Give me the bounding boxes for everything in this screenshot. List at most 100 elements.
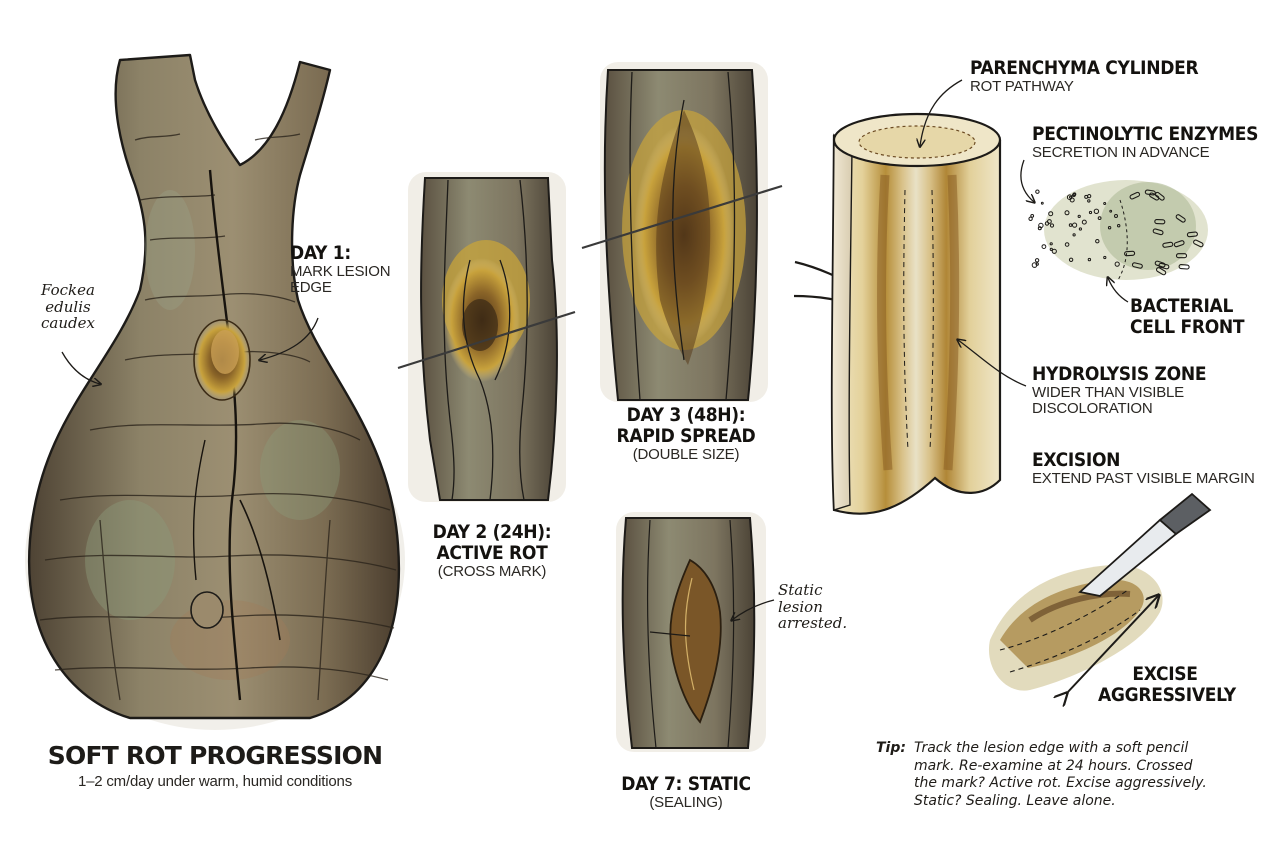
day3-sub: (DOUBLE SIZE) [632, 445, 740, 463]
excision-label: EXCISION EXTEND PAST VISIBLE MARGIN [1032, 450, 1255, 487]
enzyme-particle [1088, 210, 1093, 215]
day1-sub: EDGE [290, 279, 332, 297]
enzyme-particle [1047, 219, 1052, 224]
tip-line: mark. Re-examine at 24 hours. Crossed [914, 757, 1193, 774]
enzyme-particle [1084, 194, 1089, 199]
day7-stem-illustration [616, 512, 775, 752]
enzyme-particle [1068, 257, 1074, 262]
enzyme-particle [1041, 244, 1047, 250]
day1-title: DAY 1: [290, 242, 351, 264]
bacterium-cell [1173, 240, 1185, 248]
parenchyma-sub: ROT PATHWAY [970, 77, 1074, 95]
main-caption: SOFT ROT PROGRESSION 1–2 cm/day under wa… [40, 742, 390, 790]
enzyme-particle [1035, 262, 1039, 266]
bacterium-cell [1124, 250, 1136, 257]
enzyme-particle [1068, 223, 1073, 227]
day3-title: DAY 3 (48H): [626, 404, 746, 426]
caudex-label-line: edulis [45, 297, 91, 316]
day2-sub: (CROSS MARK) [437, 562, 547, 580]
enzyme-particle [1040, 201, 1044, 205]
hydrolysis-label: HYDROLYSIS ZONE WIDER THAN VISIBLE DISCO… [1032, 364, 1207, 418]
enzyme-particle [1114, 261, 1120, 267]
enzyme-particle [1069, 197, 1075, 203]
bacterium-cell [1154, 260, 1166, 268]
enzyme-particle [1078, 227, 1083, 231]
pectinolytic-title: PECTINOLYTIC ENZYMES [1032, 123, 1259, 145]
bacterium-cell [1155, 267, 1167, 276]
enzyme-bacteria-illustration [1020, 159, 1208, 303]
main-subtitle: 1–2 cm/day under warm, humid conditions [77, 772, 352, 790]
bacterium-cell [1193, 239, 1204, 248]
excise-title: AGGRESSIVELY [1098, 683, 1236, 706]
hydrolysis-sub: WIDER THAN VISIBLE [1032, 383, 1184, 401]
day3-title: RAPID SPREAD [616, 424, 756, 447]
pectinolytic-sub: SECRETION IN ADVANCE [1032, 143, 1210, 161]
day2-title: DAY 2 (24H): [432, 521, 552, 543]
tip-box: Tip: Track the lesion edge with a soft p… [876, 740, 1256, 810]
enzyme-particle [1072, 193, 1076, 198]
day7-note-line: arrested. [778, 614, 848, 632]
enzyme-particle [1028, 216, 1033, 222]
day7-note: Static lesion arrested. [778, 582, 847, 632]
pectinolytic-label: PECTINOLYTIC ENZYMES SECRETION IN ADVANC… [1032, 124, 1258, 161]
enzyme-particle [1114, 214, 1118, 218]
excision-sub: EXTEND PAST VISIBLE MARGIN [1032, 469, 1255, 487]
enzyme-particle [1066, 194, 1073, 200]
bacterium-cell [1154, 191, 1165, 201]
excise-title: EXCISE [1132, 663, 1198, 685]
enzyme-particle [1093, 208, 1100, 215]
parenchyma-title: PARENCHYMA CYLINDER [970, 57, 1199, 79]
caudex-label-line: caudex [41, 314, 95, 332]
enzyme-particle [1064, 210, 1070, 216]
bacterial-title: BACTERIAL [1130, 295, 1234, 317]
enzyme-particle [1103, 202, 1107, 205]
bacterium-cell [1129, 191, 1141, 200]
enzyme-particle [1107, 226, 1112, 230]
day7-sub: (SEALING) [649, 793, 723, 811]
day2-label: DAY 2 (24H): ACTIVE ROT (CROSS MARK) [412, 522, 572, 580]
day7-note-line: Static [778, 581, 823, 599]
day1-label: DAY 1: MARK LESION EDGE [290, 242, 391, 297]
enzyme-particle [1095, 239, 1100, 244]
day2-stem-illustration [397, 172, 576, 502]
caudex-label: Fockea edulis caudex [28, 282, 108, 332]
enzyme-particle [1081, 219, 1087, 225]
tip-line: Track the lesion edge with a soft pencil [914, 740, 1189, 756]
hydrolysis-sub: DISCOLORATION [1032, 400, 1153, 418]
bacterium-cell [1178, 264, 1190, 270]
day7-note-line: lesion [778, 597, 823, 616]
main-title: SOFT ROT PROGRESSION [47, 741, 383, 770]
enzyme-particle [1034, 258, 1040, 263]
enzyme-particle [1077, 214, 1081, 218]
day1-sub: MARK LESION [290, 262, 391, 280]
enzyme-particle [1072, 233, 1076, 237]
bacterium-cell [1162, 241, 1174, 248]
enzyme-particle [1097, 216, 1102, 221]
enzyme-particle [1087, 199, 1091, 203]
bacterium-cell [1154, 218, 1166, 225]
tip-line: Static? Sealing. Leave alone. [914, 792, 1116, 809]
enzyme-particle [1064, 242, 1070, 247]
day3-label: DAY 3 (48H): RAPID SPREAD (DOUBLE SIZE) [606, 405, 766, 463]
excision-title: EXCISION [1032, 449, 1121, 471]
enzyme-particle [1117, 224, 1121, 228]
enzyme-particle [1049, 247, 1053, 251]
bacterial-label: BACTERIAL CELL FRONT [1130, 295, 1245, 338]
tip-label: Tip: [876, 740, 906, 756]
enzyme-particle [1072, 222, 1078, 228]
day7-title: DAY 7: STATIC [621, 773, 751, 795]
day2-title: ACTIVE ROT [436, 541, 548, 564]
enzyme-particle [1037, 226, 1042, 231]
enzyme-particle [1049, 242, 1053, 246]
tip-line: the mark? Active rot. Excise aggressivel… [914, 775, 1207, 791]
bacterium-cell [1175, 214, 1186, 223]
parenchyma-cylinder-illustration [830, 79, 1027, 515]
enzyme-particle [1087, 257, 1092, 262]
parenchyma-label: PARENCHYMA CYLINDER ROT PATHWAY [970, 57, 1199, 95]
caudex-label-line: Fockea [41, 281, 95, 299]
excision-illustration [988, 492, 1212, 694]
enzyme-particle [1049, 223, 1055, 228]
enzyme-particle [1035, 189, 1040, 194]
enzyme-particle [1103, 255, 1107, 260]
